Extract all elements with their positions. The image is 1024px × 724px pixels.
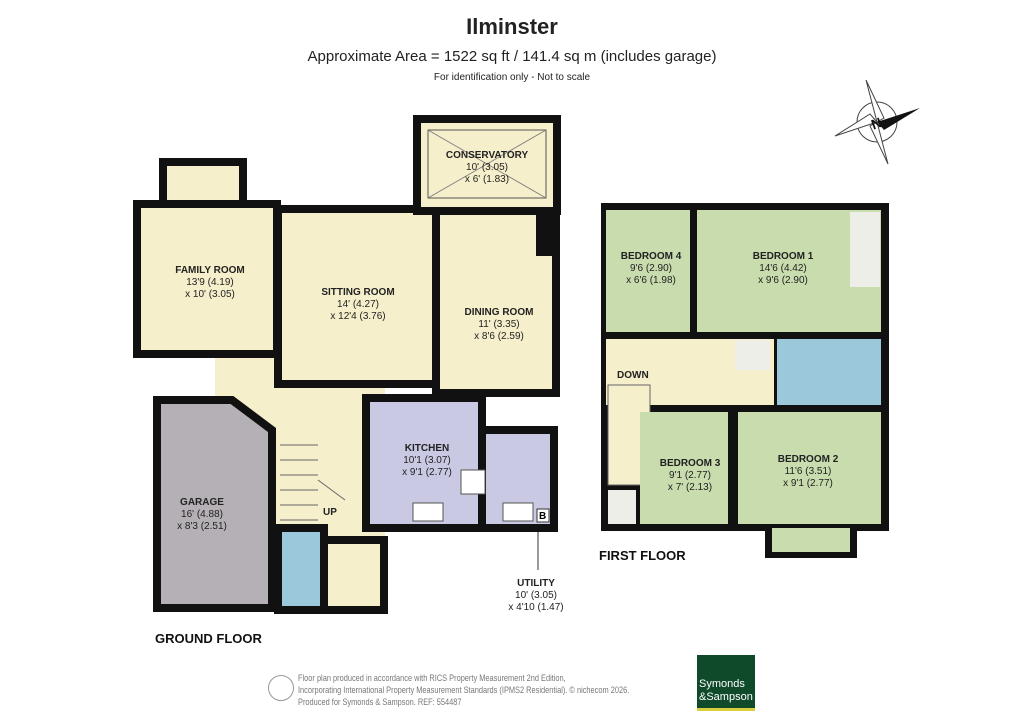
person-icon <box>268 675 294 701</box>
room-dimension: x 10' (3.05) <box>185 289 235 300</box>
room-dimension: x 6' (1.83) <box>465 174 509 185</box>
utility-sink-icon <box>502 502 534 522</box>
bathroom <box>777 339 881 405</box>
cupboard <box>608 490 636 524</box>
room-garage: GARAGE 16' (4.88) x 8'3 (2.51) <box>177 497 227 532</box>
room-dimension: x 4'10 (1.47) <box>508 602 563 613</box>
ground-floor-label: GROUND FLOOR <box>155 631 262 646</box>
sitting-room <box>274 205 440 388</box>
room-dimension: x 9'1 (2.77) <box>402 467 452 478</box>
stairs-up-label: UP <box>323 507 337 518</box>
hob-icon <box>460 469 486 495</box>
plan-title: Ilminster <box>466 14 558 39</box>
boiler-label: B <box>539 511 546 522</box>
room-dimension: 10' (3.05) <box>515 590 557 601</box>
room-bedroom-3: BEDROOM 3 9'1 (2.77) x 7' (2.13) <box>660 458 721 493</box>
footer-line: Incorporating International Property Mea… <box>298 685 630 696</box>
room-dining-room: DINING ROOM 11' (3.35) x 8'6 (2.59) <box>465 307 534 342</box>
room-dimension: x 7' (2.13) <box>668 482 712 493</box>
room-name: BEDROOM 3 <box>660 458 721 469</box>
garage <box>153 396 276 612</box>
agent-logo: Symonds &Sampson <box>697 655 755 711</box>
logo-text: Symonds <box>699 678 745 690</box>
sink-icon <box>412 502 444 522</box>
approximate-area: Approximate Area = 1522 sq ft / 141.4 sq… <box>307 48 717 65</box>
airing-cupboard <box>735 340 770 370</box>
room-dimension: x 6'6 (1.98) <box>626 275 676 286</box>
room-dimension: x 9'1 (2.77) <box>783 478 833 489</box>
bedroom-4 <box>606 210 690 332</box>
room-bedroom-4: BEDROOM 4 9'6 (2.90) x 6'6 (1.98) <box>621 251 682 286</box>
room-name: CONSERVATORY <box>446 150 529 161</box>
bedroom-2 <box>738 412 881 524</box>
room-bedroom-1: BEDROOM 1 14'6 (4.42) x 9'6 (2.90) <box>753 251 814 286</box>
footer-notice: Floor plan produced in accordance with R… <box>298 673 629 709</box>
bedroom-3 <box>640 412 728 524</box>
staircase-ground <box>280 444 346 521</box>
logo-text: &Sampson <box>699 691 753 703</box>
room-dimension: x 8'3 (2.51) <box>177 521 227 532</box>
room-dimension: 10' (3.05) <box>466 162 508 173</box>
conservatory <box>413 115 561 215</box>
first-floor-label: FIRST FLOOR <box>599 548 686 563</box>
room-name: DINING ROOM <box>465 307 534 318</box>
disclaimer: For identification only - Not to scale <box>433 72 591 83</box>
wc <box>274 524 328 614</box>
room-dimension: x 8'6 (2.59) <box>474 331 524 342</box>
room-name: FAMILY ROOM <box>175 265 244 276</box>
room-dimension: 11' (3.35) <box>478 319 519 330</box>
room-name: GARAGE <box>180 497 224 508</box>
room-family-room: FAMILY ROOM 13'9 (4.19) x 10' (3.05) <box>175 265 244 300</box>
room-name: BEDROOM 4 <box>621 251 682 262</box>
footer-line: Produced for Symonds & Sampson. REF: 554… <box>298 697 462 708</box>
room-dimension: x 9'6 (2.90) <box>758 275 808 286</box>
wardrobe <box>850 212 880 287</box>
ground-floor: B UP GROUND FLOOR <box>133 115 561 646</box>
first-floor: DOWN FIRST FLOOR <box>599 203 889 563</box>
room-kitchen: KITCHEN 10'1 (3.07) x 9'1 (2.77) <box>402 443 452 478</box>
room-sitting-room: SITTING ROOM 14' (4.27) x 12'4 (3.76) <box>321 287 394 322</box>
room-dimension: 14'6 (4.42) <box>759 263 807 274</box>
footer-line: Floor plan produced in accordance with R… <box>298 673 566 684</box>
room-dimension: 16' (4.88) <box>181 509 223 520</box>
room-dimension: 9'6 (2.90) <box>630 263 672 274</box>
room-utility: UTILITY 10' (3.05) x 4'10 (1.47) <box>508 578 563 613</box>
room-name: KITCHEN <box>405 443 449 454</box>
room-dimension: x 12'4 (3.76) <box>330 311 385 322</box>
room-name: SITTING ROOM <box>321 287 394 298</box>
room-bedroom-2: BEDROOM 2 11'6 (3.51) x 9'1 (2.77) <box>778 454 839 489</box>
room-name: UTILITY <box>517 578 555 589</box>
stairs-down-label: DOWN <box>617 370 649 381</box>
room-dimension: 11'6 (3.51) <box>785 466 832 477</box>
compass-icon: N <box>834 79 920 165</box>
room-dimension: 14' (4.27) <box>337 299 379 310</box>
room-conservatory: CONSERVATORY 10' (3.05) x 6' (1.83) <box>446 150 529 185</box>
room-dimension: 13'9 (4.19) <box>186 277 234 288</box>
room-name: BEDROOM 1 <box>753 251 814 262</box>
room-dimension: 9'1 (2.77) <box>669 470 711 481</box>
room-name: BEDROOM 2 <box>778 454 839 465</box>
room-dimension: 10'1 (3.07) <box>403 455 451 466</box>
